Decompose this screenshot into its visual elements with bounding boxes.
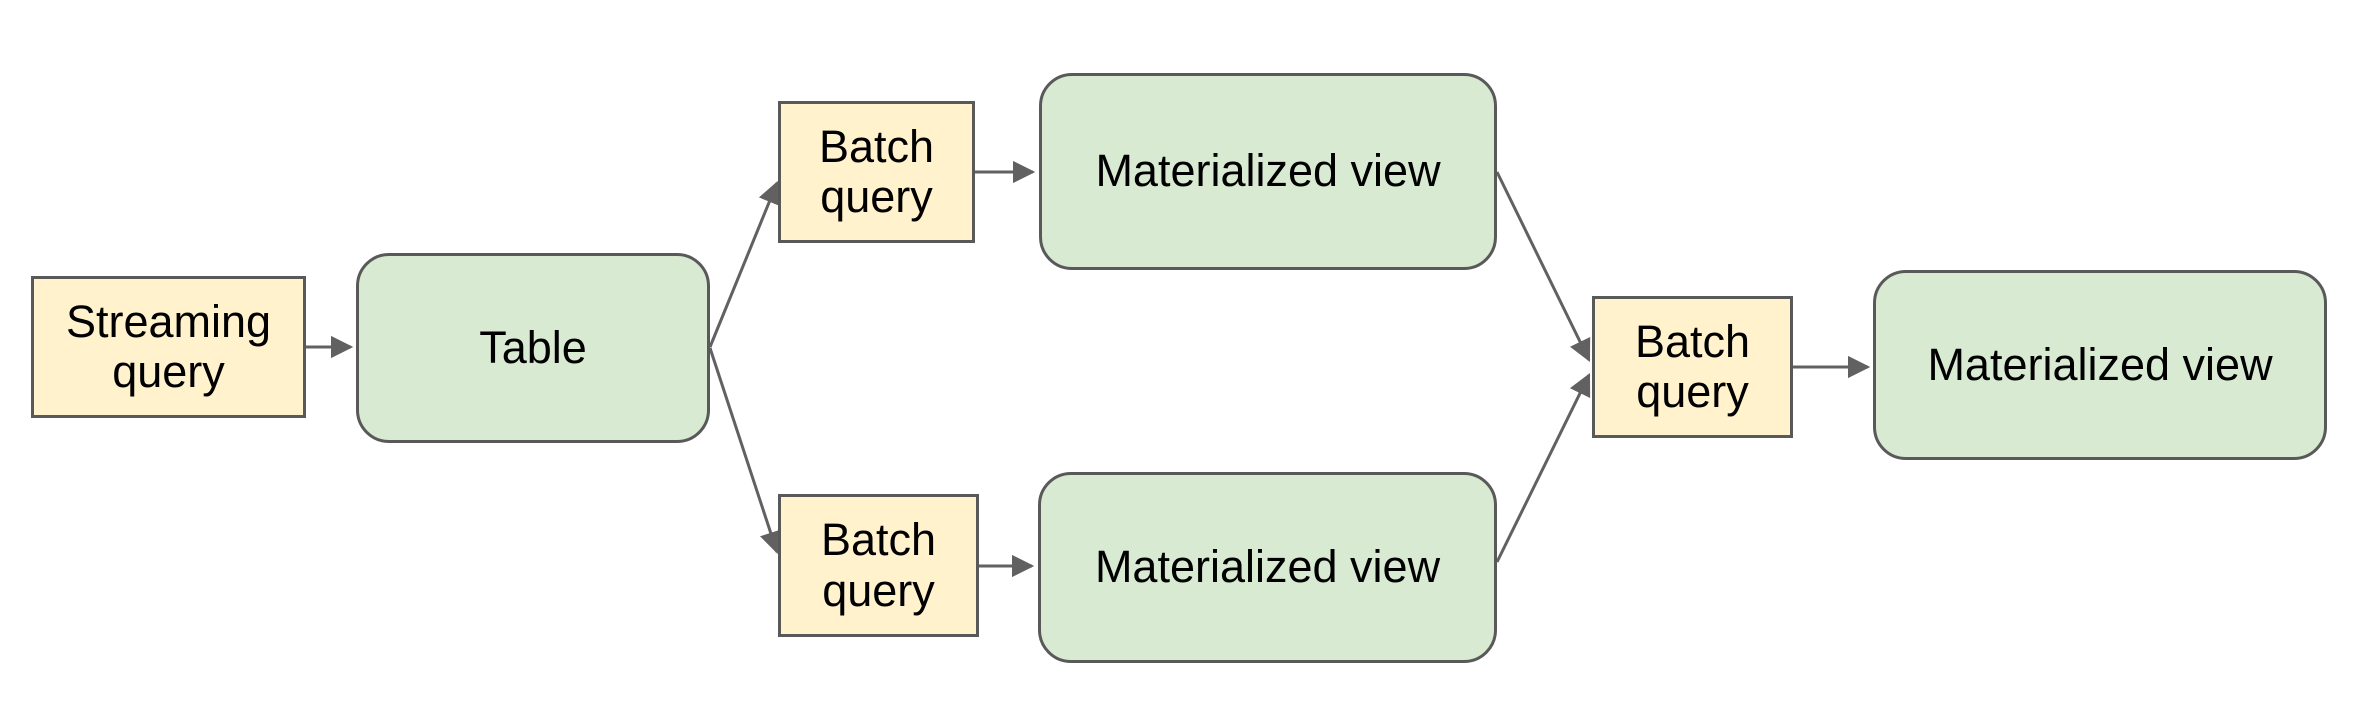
node-streaming-query: Streaming query — [31, 276, 306, 418]
node-materialized-view-right-label: Materialized view — [1927, 338, 2273, 390]
node-batch-query-middle-label: Batch query — [1634, 315, 1751, 417]
node-table: Table — [356, 253, 710, 443]
node-materialized-view-bottom: Materialized view — [1038, 472, 1497, 663]
arrow-mv-top-to-batch-mid — [1495, 171, 1591, 363]
node-batch-query-top-label: Batch query — [818, 120, 935, 222]
node-materialized-view-bottom-label: Materialized view — [1094, 541, 1441, 593]
node-batch-query-bottom: Batch query — [778, 494, 979, 637]
node-batch-query-middle: Batch query — [1592, 296, 1793, 438]
node-materialized-view-right: Materialized view — [1873, 270, 2327, 460]
node-batch-query-bottom-label: Batch query — [820, 514, 937, 616]
node-batch-query-top: Batch query — [778, 101, 975, 243]
node-materialized-view-top: Materialized view — [1039, 73, 1497, 270]
arrow-table-to-batch-top — [708, 180, 780, 348]
node-table-label: Table — [479, 321, 587, 373]
arrow-mv-bottom-to-batch-mid — [1495, 372, 1591, 563]
arrow-table-to-batch-bottom — [708, 347, 782, 555]
node-materialized-view-top-label: Materialized view — [1095, 145, 1441, 197]
node-streaming-query-label: Streaming query — [65, 295, 272, 397]
